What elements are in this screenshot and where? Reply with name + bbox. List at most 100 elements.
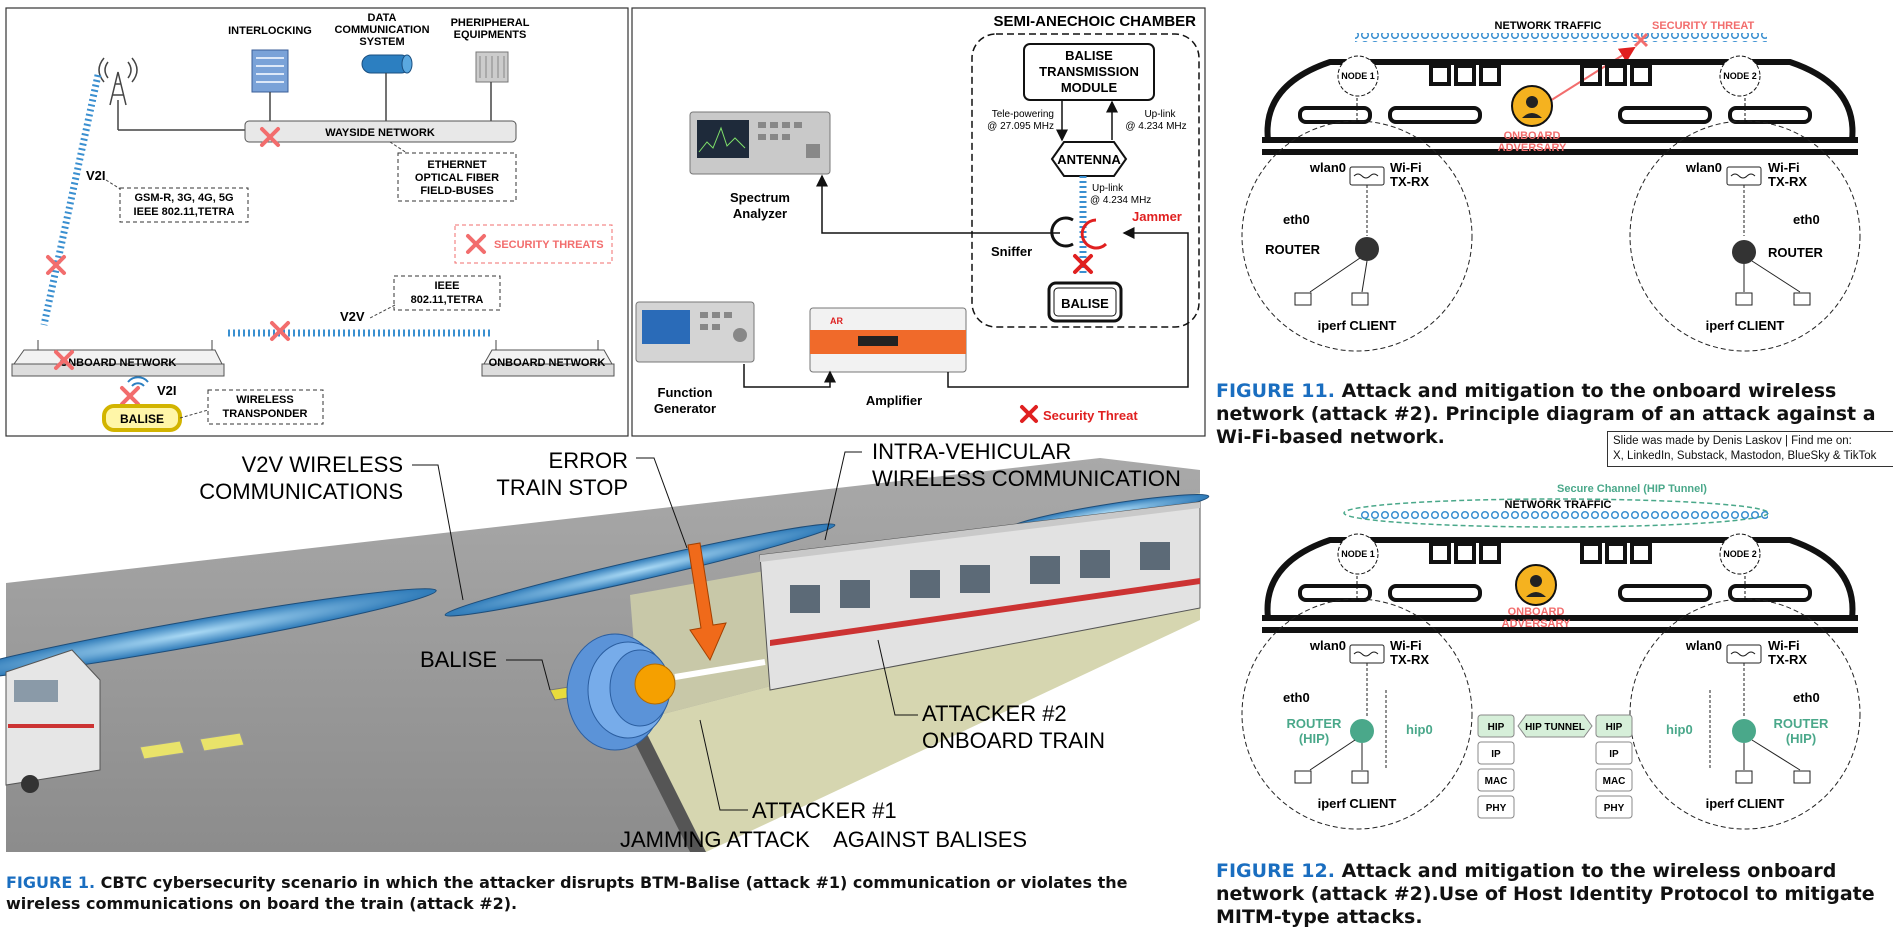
figure-12-diagram: Secure Channel (HIP Tunnel) NETWORK TRAF… bbox=[1241, 483, 1861, 830]
fig12-node1-label: NODE 1 bbox=[1341, 549, 1375, 559]
security-threats-label: SECURITY THREATS bbox=[494, 239, 604, 251]
fig12-wlan0-right: wlan0 bbox=[1685, 638, 1722, 653]
fig12-router-left-1: ROUTER bbox=[1287, 716, 1343, 731]
data-comm-label-1: DATA bbox=[368, 12, 397, 24]
network-traffic-coil bbox=[1355, 33, 1767, 42]
fig11-eth0-left: eth0 bbox=[1283, 212, 1310, 227]
train-right bbox=[759, 501, 1201, 691]
threat-x-icon bbox=[1020, 405, 1038, 423]
peripheral-label-2: EQUIPMENTS bbox=[454, 29, 527, 41]
train-silhouette bbox=[1262, 59, 1858, 155]
network-traffic-coil bbox=[1360, 511, 1768, 520]
uplink-label-3: Up-link bbox=[1092, 183, 1124, 194]
interlocking-server-icon bbox=[251, 49, 289, 93]
node2-circle bbox=[1719, 55, 1761, 97]
node1-network-circle bbox=[1241, 598, 1473, 830]
fig11-wifi-right-1: Wi-Fi bbox=[1768, 160, 1800, 175]
scene-balise-label: BALISE bbox=[420, 647, 497, 672]
threat-x-icon bbox=[466, 234, 486, 254]
scene-error-label-1: ERROR bbox=[549, 448, 628, 473]
wifi-router-icon bbox=[1726, 644, 1762, 664]
semi-anechoic-chamber bbox=[971, 33, 1200, 328]
pc-icon bbox=[1294, 770, 1369, 784]
train-silhouette bbox=[1262, 537, 1858, 633]
credit-line-1: Slide was made by Denis Laskov | Find me… bbox=[1613, 435, 1852, 447]
scene-intra-label-1: INTRA-VEHICULAR bbox=[872, 439, 1071, 464]
security-threats-legend bbox=[454, 224, 613, 264]
antenna-label: ANTENNA bbox=[1057, 152, 1121, 167]
hip-router-icon bbox=[1732, 719, 1756, 743]
data-comm-label-2: COMMUNICATION bbox=[334, 24, 429, 36]
fig12-wifi-left-1: Wi-Fi bbox=[1390, 638, 1422, 653]
fig12-eth0-right: eth0 bbox=[1793, 690, 1820, 705]
btm-label-1: BALISE bbox=[1065, 48, 1113, 63]
node1-circle bbox=[1337, 533, 1379, 575]
balise-panel-a-label: BALISE bbox=[120, 412, 164, 426]
svg-text:PHY: PHY bbox=[1604, 803, 1625, 814]
fig11-network-traffic-label: NETWORK TRAFFIC bbox=[1495, 20, 1602, 32]
threat-x-icon bbox=[270, 321, 290, 341]
fig12-hip0-right: hip0 bbox=[1666, 722, 1693, 737]
amplifier-label: Amplifier bbox=[866, 393, 922, 408]
fig11-iperf-left: iperf CLIENT bbox=[1318, 318, 1397, 333]
btm-label-2: TRANSMISSION bbox=[1039, 64, 1139, 79]
fig11-node2-label: NODE 2 bbox=[1723, 71, 1757, 81]
protocol-stack-left: HIP IP MAC PHY bbox=[1477, 714, 1515, 819]
scene-v2v-label-2: COMMUNICATIONS bbox=[199, 479, 403, 504]
wifi-signal-icon bbox=[127, 376, 149, 387]
fig11-wifi-left-2: TX-RX bbox=[1390, 174, 1429, 189]
v2v-label: V2V bbox=[340, 309, 365, 324]
panel-b-lab-setup: SEMI-ANECHOIC CHAMBER BALISE TRANSMISSIO… bbox=[631, 7, 1206, 437]
onboard-network-left-label: ONBOARD NETWORK bbox=[60, 357, 177, 369]
fig12-hip-tunnel-label: HIP TUNNEL bbox=[1525, 722, 1585, 733]
hip-router-icon bbox=[1350, 719, 1374, 743]
figure-1-text: CBTC cybersecurity scenario in which the… bbox=[6, 873, 1128, 913]
fig11-router-left: ROUTER bbox=[1265, 242, 1321, 257]
pc-icon bbox=[1735, 770, 1811, 784]
fig11-adversary-label-1: ONBOARD bbox=[1504, 130, 1561, 142]
svg-text:IP: IP bbox=[1609, 749, 1619, 760]
scene-attacker1-label: ATTACKER #1 bbox=[752, 798, 897, 823]
hip-tunnel-arrow bbox=[1517, 714, 1593, 738]
protocol-stack-right: HIP IP MAC PHY bbox=[1595, 714, 1633, 819]
fig12-router-left-2: (HIP) bbox=[1299, 731, 1329, 746]
threat-x-icon bbox=[120, 386, 140, 406]
router-icon bbox=[1355, 237, 1379, 261]
node2-network-circle bbox=[1629, 598, 1861, 830]
ethernet-label-1: ETHERNET bbox=[427, 159, 487, 171]
fig11-security-threat-label: SECURITY THREAT bbox=[1652, 20, 1755, 32]
figure-11-text: Attack and mitigation to the onboard wir… bbox=[1216, 380, 1876, 448]
uplink-label-1: Up-link bbox=[1144, 109, 1176, 120]
figure-12-caption: FIGURE 12. Attack and mitigation to the … bbox=[1216, 860, 1888, 929]
onboard-train-right bbox=[481, 340, 615, 377]
pc-icon bbox=[1294, 292, 1369, 306]
function-generator-image bbox=[635, 301, 755, 363]
figure-1-caption: FIGURE 1. CBTC cybersecurity scenario in… bbox=[6, 872, 1156, 914]
jammer-label: Jammer bbox=[1132, 209, 1182, 224]
data-communication-cylinder-icon bbox=[361, 54, 413, 122]
wifi-router-icon bbox=[1726, 166, 1762, 186]
svg-text:HIP: HIP bbox=[1488, 722, 1505, 733]
scene-3d-rail: V2V WIRELESS COMMUNICATIONS ERROR TRAIN … bbox=[0, 439, 1210, 852]
fig12-router-right-1: ROUTER bbox=[1774, 716, 1830, 731]
fig12-wifi-right-2: TX-RX bbox=[1768, 652, 1807, 667]
figure-12-label: FIGURE 12. bbox=[1216, 860, 1335, 882]
wayside-network-bar bbox=[244, 120, 517, 143]
scene-intra-label-2: WIRELESS COMMUNICATION bbox=[872, 466, 1181, 491]
balise-chamber-label: BALISE bbox=[1061, 296, 1109, 311]
data-comm-label-3: SYSTEM bbox=[359, 36, 404, 48]
fig11-node1-label: NODE 1 bbox=[1341, 71, 1375, 81]
fig12-wlan0-left: wlan0 bbox=[1309, 638, 1346, 653]
wireless-label-1: WIRELESS bbox=[236, 394, 293, 406]
peripheral-label-1: PHERIPHERAL bbox=[451, 17, 530, 29]
v2i-top-label: V2I bbox=[86, 168, 106, 183]
fig12-hip0-left: hip0 bbox=[1406, 722, 1433, 737]
scene-attacker2-label-1: ATTACKER #2 bbox=[922, 701, 1067, 726]
btm-label-3: MODULE bbox=[1061, 80, 1118, 95]
fig12-router-right-2: (HIP) bbox=[1786, 731, 1816, 746]
fig12-eth0-left: eth0 bbox=[1283, 690, 1310, 705]
onboard-network-right-label: ONBOARD NETWORK bbox=[489, 357, 606, 369]
radio-tower-icon bbox=[98, 57, 138, 106]
threat-x-icon bbox=[46, 255, 66, 275]
